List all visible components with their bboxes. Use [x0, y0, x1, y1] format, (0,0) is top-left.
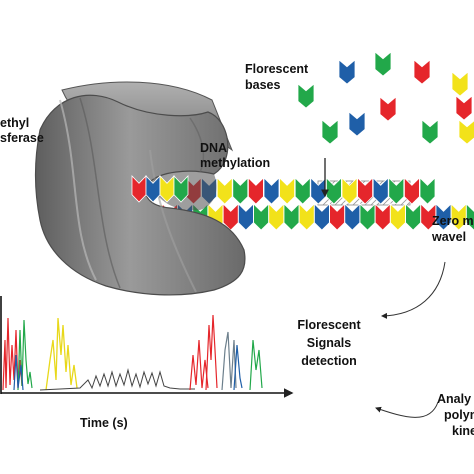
dna-methylation-label-line1: DNA — [200, 141, 228, 155]
strand-bottom-base-green — [405, 203, 421, 231]
strand-top-base-blue — [263, 177, 280, 205]
free-base-red — [413, 59, 431, 85]
free-base-yellow — [451, 71, 469, 97]
free-base-green — [297, 83, 315, 109]
free-base-green — [374, 51, 392, 77]
time-axis-label: Time (s) — [80, 416, 128, 430]
strand-bottom-base-blue — [314, 203, 330, 231]
enzyme-label-line1: ethyl — [0, 116, 30, 130]
enzyme-ridge-3 — [149, 149, 197, 293]
strand-top-base-yellow — [279, 177, 295, 205]
free-base-red — [455, 95, 473, 121]
strand-bottom-base-green — [359, 203, 376, 231]
strand-top-base-blue — [372, 177, 389, 205]
strand-top-base-green — [419, 177, 436, 205]
florescent-bases-cluster — [297, 51, 474, 145]
free-base-blue — [338, 59, 356, 85]
signals-label-line3: detection — [301, 354, 357, 368]
strand-top-base-red — [357, 177, 373, 205]
enzyme-ridge-1 — [59, 99, 97, 281]
trace-blue-late — [233, 344, 243, 391]
signal-trace-plot — [0, 296, 294, 398]
free-base-green — [421, 119, 439, 145]
strand-top-base-red — [404, 177, 420, 205]
trace-blue — [13, 354, 24, 391]
strand-bottom-base-red — [329, 203, 345, 231]
strand-top-base-yellow — [216, 177, 233, 205]
analysis-label-line3: kine — [452, 424, 474, 438]
zero-mode-label-line1: Zero m — [432, 214, 474, 228]
free-base-yellow — [458, 119, 474, 145]
strand-front-base-green — [173, 175, 189, 203]
dna-methylation-label-line2: methylation — [200, 156, 271, 170]
strand-top-base-red — [248, 177, 264, 205]
strand-top-base-green — [232, 177, 249, 205]
florescent-bases-label-line1: Florescent — [245, 62, 309, 76]
strand-top-base-green — [294, 177, 311, 205]
signals-label-line2: Signals — [306, 336, 352, 350]
free-base-blue — [348, 111, 366, 137]
strand-bottom-base-blue — [238, 203, 254, 231]
trace-green-late — [249, 339, 263, 391]
flow-arrow-1 — [381, 261, 446, 319]
trace-baseline — [39, 368, 195, 391]
signals-label-line1: Florescent — [297, 318, 361, 332]
analysis-label-line2: polym — [444, 408, 474, 422]
strand-bottom-base-yellow — [298, 203, 315, 231]
free-base-red — [379, 96, 397, 122]
trace-green — [17, 319, 33, 391]
strand-bottom-base-yellow — [390, 203, 406, 231]
strand-top-base-green — [388, 177, 405, 205]
analysis-label-line1: Analy — [437, 392, 472, 406]
flow-arrow-2 — [375, 401, 439, 418]
strand-bottom-base-green — [253, 203, 269, 231]
enzyme-label-line2: sferase — [0, 131, 44, 145]
strand-bottom-base-red — [374, 203, 391, 231]
enzyme-ridge-2 — [79, 97, 121, 289]
strand-front-bases — [131, 175, 189, 203]
trace-red-late — [189, 339, 209, 391]
strand-bottom-base-green — [283, 203, 300, 231]
trace-yellow — [45, 317, 78, 391]
zero-mode-label-line2: wavel — [432, 230, 467, 244]
trace-red-late-2 — [205, 314, 218, 391]
strand-bottom-base-yellow — [268, 203, 285, 231]
enzyme-ridge-4 — [189, 117, 205, 173]
strand-bottom-base-blue — [344, 203, 361, 231]
florescent-bases-label-line2: bases — [245, 78, 281, 92]
strand-top-base-yellow — [341, 177, 358, 205]
free-base-green — [321, 119, 339, 145]
trace-gray-late — [221, 331, 237, 391]
